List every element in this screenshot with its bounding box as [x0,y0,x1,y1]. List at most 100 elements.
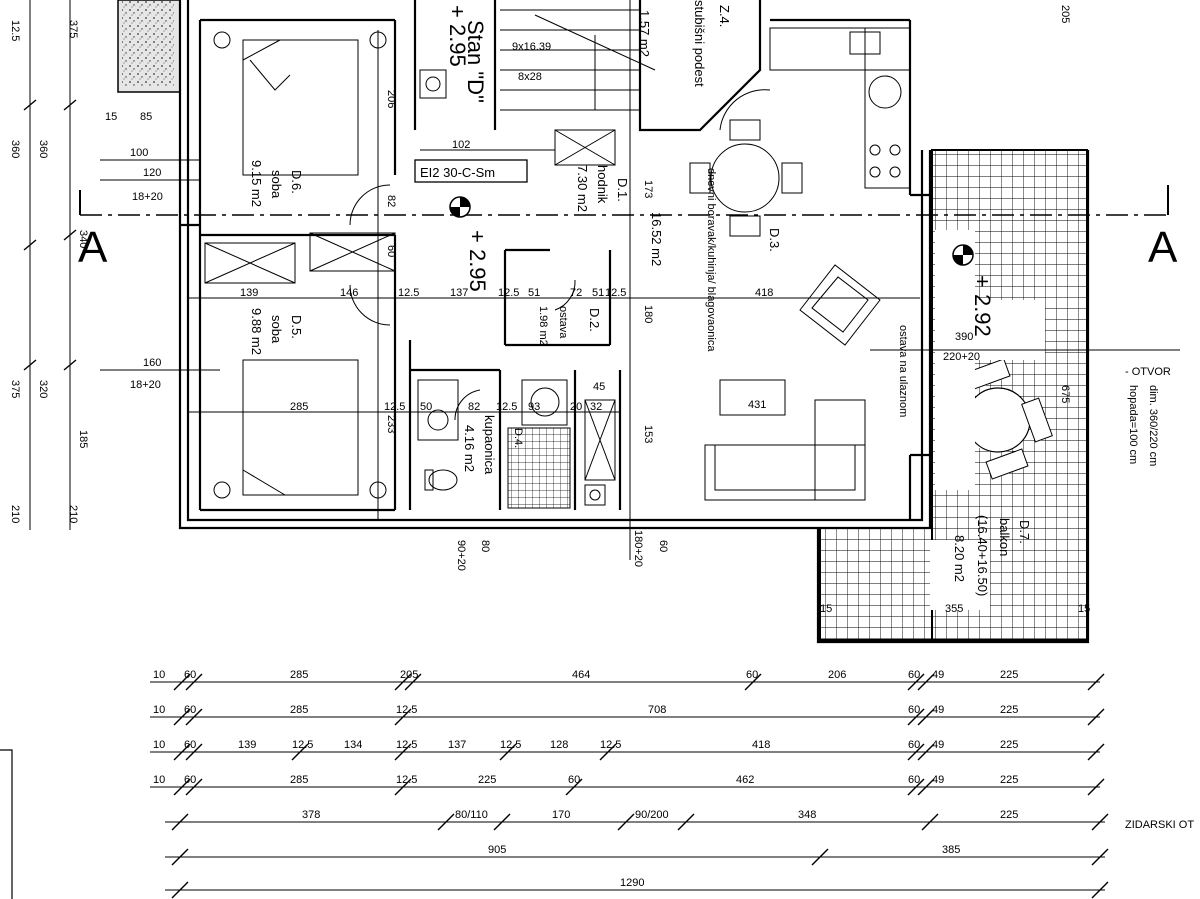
dim-text: 12.5 [396,704,417,716]
inner-dimensions: 139 146 12.5 137 12.5 51 72 51 12.5 418 … [100,0,1180,615]
room-area: 9.15 m2 [249,160,264,207]
dim-text: 146 [340,287,358,299]
room-code: D.4. [512,428,524,448]
room-code: D.2. [587,308,602,332]
dim-text: 12.5 [396,739,417,751]
room-name: hodnik [595,165,610,204]
level-markers: + 2.95 + 2.92 + 2.95 [445,5,995,337]
left-dim-text: 375 [67,20,79,38]
room-code: D.1. [615,178,630,202]
dim-text: 418 [755,287,773,299]
dim-text: 20 [570,401,582,413]
dim-text: 60 [184,669,196,681]
dim-text: 60 [746,669,758,681]
dim-text: 12.5 [600,739,621,751]
dim-text: 102 [452,139,470,151]
frame-corner [0,749,13,899]
masonry-label: ZIDARSKI OT [1125,819,1194,831]
dim-text: 12.5 [498,287,519,299]
armchair [799,264,881,346]
room-area: 4.16 m2 [462,425,477,472]
dim-text: 225 [1000,809,1018,821]
dim-text: 385 [942,844,960,856]
dim-text: 708 [648,704,666,716]
dim-text: 153 [642,425,654,443]
dim-text: 85 [140,111,152,123]
bathroom-fixtures [417,69,606,509]
concrete-column [117,0,181,93]
room-name: balkon [997,518,1012,556]
dining-table [689,119,803,237]
dim-text: 12.5 [500,739,521,751]
dim-text: 60 [184,704,196,716]
kitchen-note: ostava na ulaznom [897,325,909,417]
window-size: 80 [479,540,491,552]
dim-text: 285 [290,669,308,681]
dim-text: 12.5 [396,774,417,786]
dim-text: 10 [153,739,165,751]
room-labels: D.6. soba 9.15 m2 D.5. soba 9.88 m2 D.1.… [249,0,1032,596]
dim-text: 100 [130,147,148,159]
bed-bottom [213,359,387,499]
dim-text: 15 [820,603,832,615]
dim-text: 418 [752,739,770,751]
dim-text: 49 [932,704,944,716]
dim-text: 285 [290,401,308,413]
opening-note: - OTVOR [1125,366,1171,378]
room-name: soba [269,315,284,344]
section-marker-right: A [1148,223,1178,272]
door-tag: EI2 30-C-Sm [414,159,528,183]
room-name: ostava [557,306,569,339]
dim-text: 18+20 [132,191,163,203]
bottom-dimension-chain: 10 60 285 205 464 60 206 60 49 225 10 60… [150,669,1194,899]
dim-text: 139 [240,287,258,299]
dim-text: 49 [932,669,944,681]
dim-text: 18+20 [130,379,161,391]
sofa [704,379,866,501]
level-balcony: + 2.92 [970,275,995,337]
section-marker-left: A [78,223,108,272]
dim-text: 60 [908,739,920,751]
left-dim-text: 12.5 [9,20,21,41]
left-dim-text: 185 [77,430,89,448]
left-dim-text: 375 [9,380,21,398]
dim-text: 80/110 [455,809,488,821]
dim-text: 15 [1078,603,1090,615]
dim-text: 10 [153,774,165,786]
window-size: 180+20 [632,530,644,567]
dim-text: 225 [1000,774,1018,786]
dim-text: 160 [143,357,161,369]
room-name: dnevni boravak/kuhinja/ blagovaonica [705,168,717,352]
dim-text: 60 [908,669,920,681]
room-area: 9.88 m2 [249,308,264,355]
dim-text: 60 [568,774,580,786]
dim-text: 12.5 [384,401,405,413]
dim-text: 12.5 [496,401,517,413]
left-dimension-strip: 12.5 375 360 360 340 375 320 185 210 210 [9,0,89,530]
dim-text: 90/200 [635,809,669,821]
dim-text: 60 [908,774,920,786]
dim-text: 378 [302,809,320,821]
dim-text: 82 [468,401,480,413]
dim-text: 170 [552,809,570,821]
dim-text: 139 [238,739,256,751]
dim-text: 60 [385,245,397,257]
level-top: + 2.95 [445,5,470,67]
room-area: 8.20 m2 [952,535,967,582]
room-code: D.6. [289,170,304,194]
stair-label: 8x28 [518,71,542,83]
dim-text: 462 [736,774,754,786]
dim-text: 173 [642,180,654,198]
level-hall: + 2.95 [465,230,490,292]
landing-label: stubišni podest [692,0,707,87]
dim-text: 12.5 [605,287,626,299]
dim-text: 390 [955,331,973,343]
dim-text: 233 [385,415,397,433]
dim-text: 51 [592,287,604,299]
dim-text: 12.5 [398,287,419,299]
dim-text: 10 [153,669,165,681]
room-area: 16.52 m2 [649,212,664,266]
level-marker-icon [952,244,974,266]
room-name: kupaonica [482,415,497,475]
